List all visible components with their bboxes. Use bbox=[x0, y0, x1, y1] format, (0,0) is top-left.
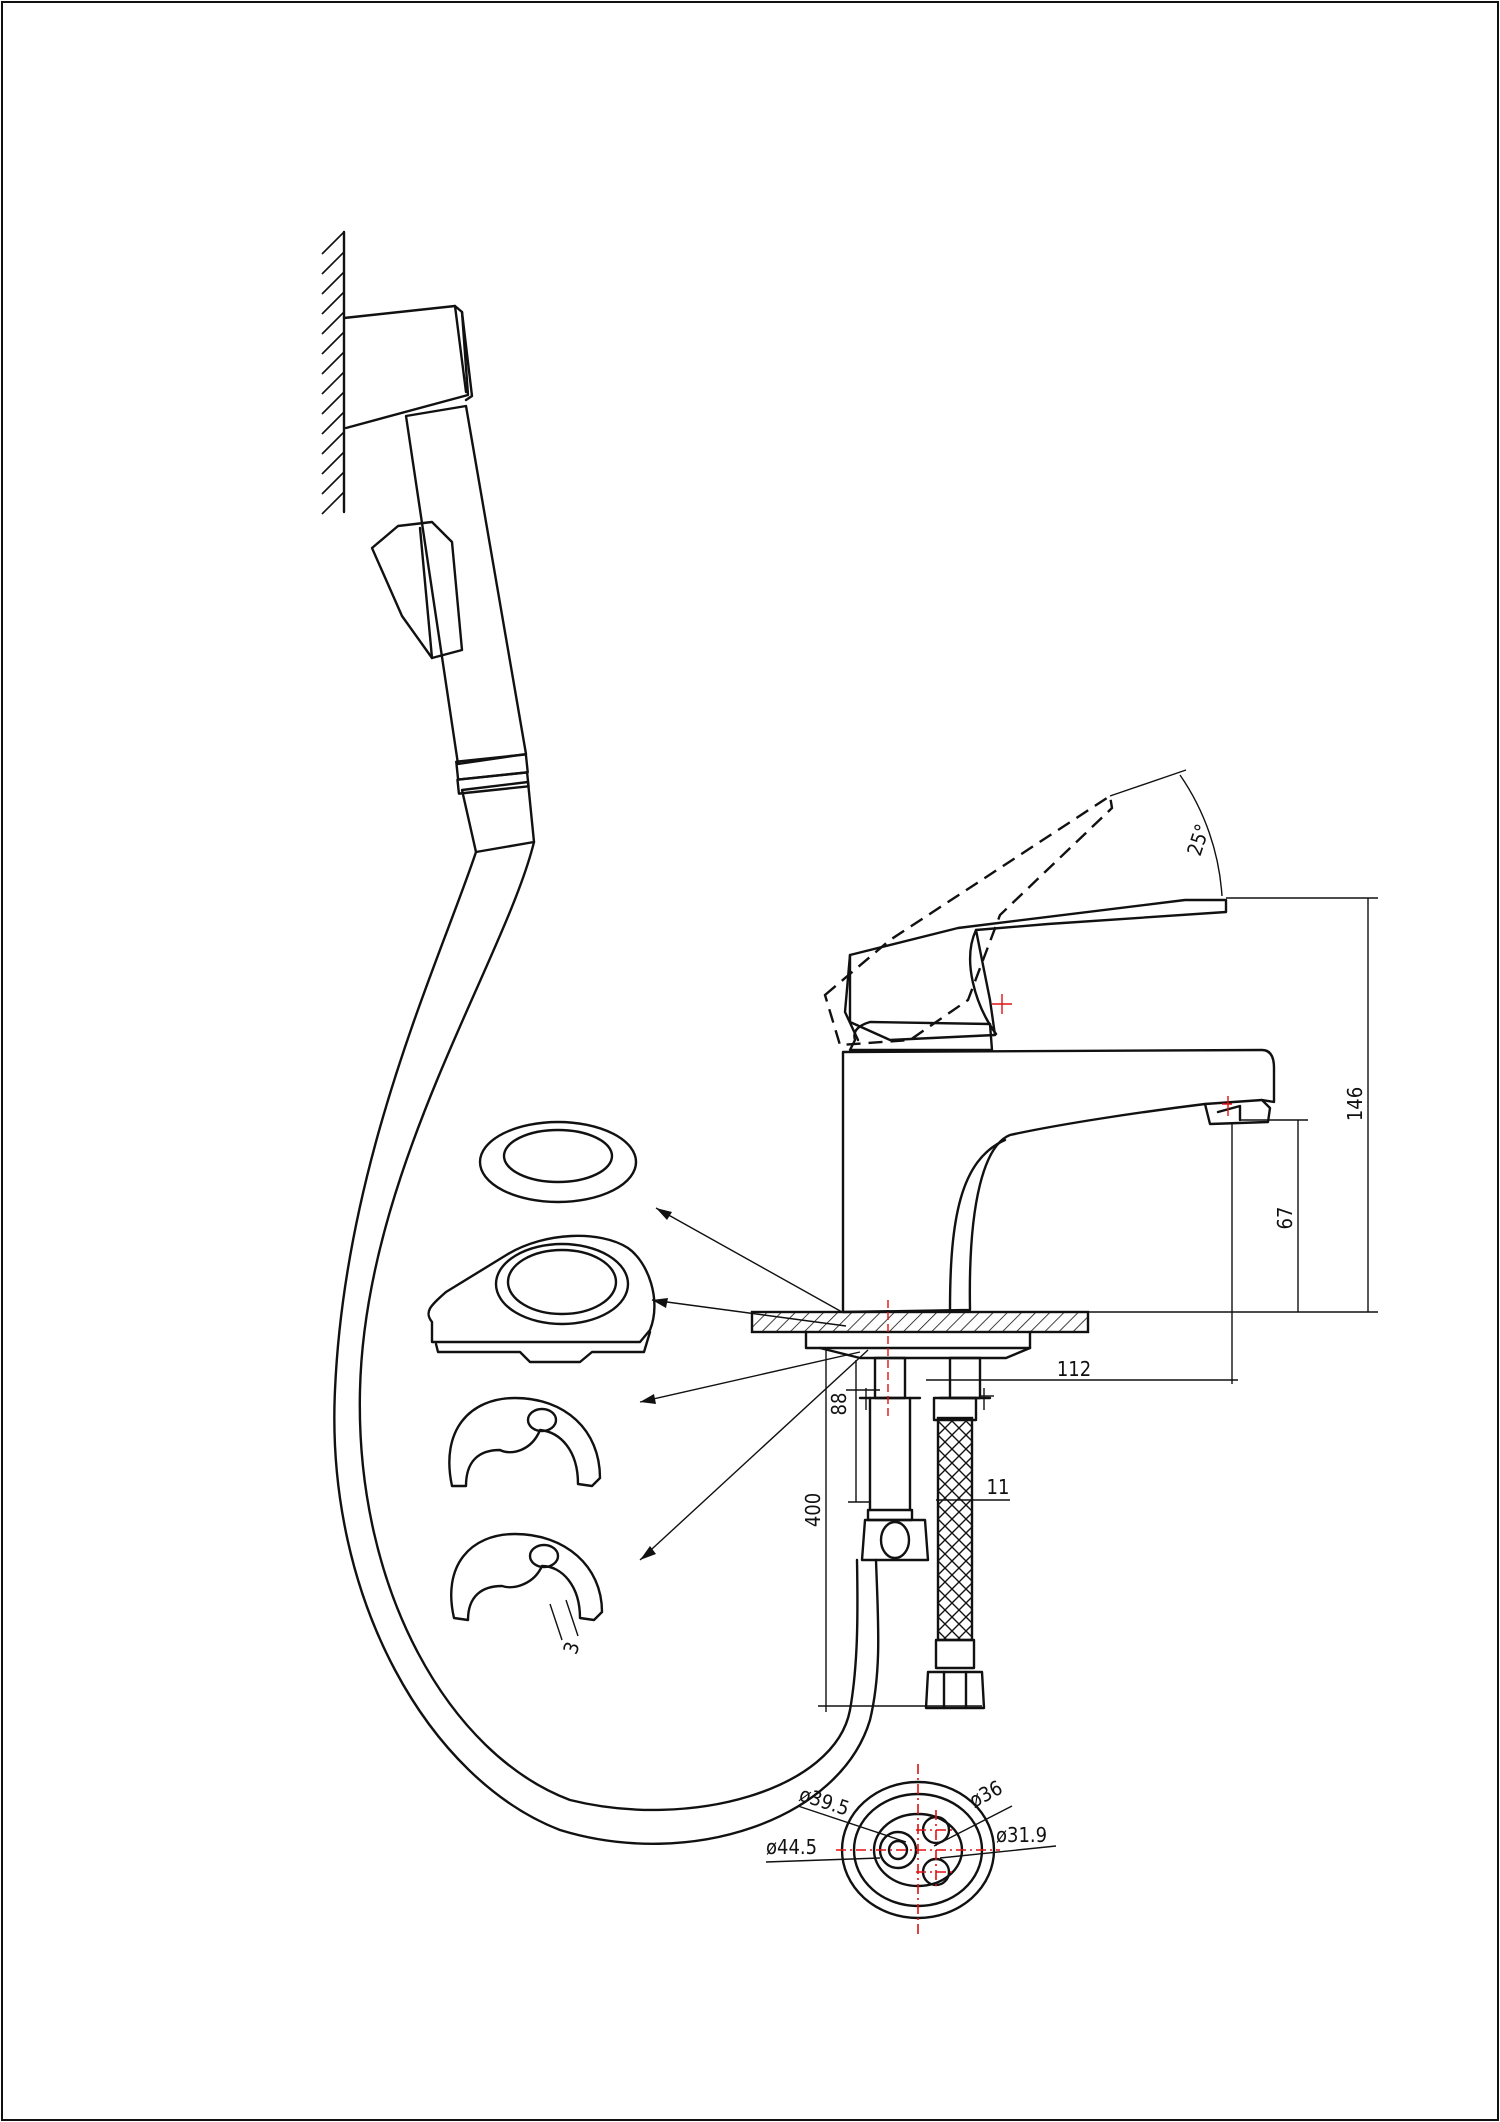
fixing-parts bbox=[427, 1120, 869, 1641]
dimension-spout-reach-label: 112 bbox=[1057, 1357, 1091, 1381]
shower-handle bbox=[370, 404, 536, 854]
pivot-centre-mark bbox=[992, 994, 1012, 1014]
dimension-total-height-label: 146 bbox=[1343, 1087, 1367, 1121]
dimension-d31-9-label: ø31.9 bbox=[996, 1823, 1047, 1847]
shower-hose bbox=[333, 840, 880, 1845]
hand-shower bbox=[321, 230, 880, 1845]
dimension-angle-label: 25° bbox=[1182, 821, 1215, 859]
assembly-arrows bbox=[639, 1207, 869, 1561]
dimension-hose-diameter-label: 11 bbox=[987, 1475, 1010, 1499]
faucet-body bbox=[750, 793, 1276, 1710]
dimension-spout-height-label: 67 bbox=[1273, 1207, 1297, 1230]
wall-holder bbox=[342, 304, 474, 430]
lever-raised-outline bbox=[823, 793, 1114, 1047]
horseshoe-clip-2 bbox=[450, 1532, 604, 1641]
dimension-d44-5-label: ø44.5 bbox=[766, 1835, 817, 1859]
aerator-mark bbox=[1222, 1096, 1232, 1116]
hose-connector-nut bbox=[860, 1518, 930, 1562]
braided-supply-hose bbox=[936, 1416, 974, 1642]
dimension-clip-thickness-label: 3 bbox=[558, 1639, 584, 1657]
body-and-spout bbox=[841, 1048, 1276, 1314]
horseshoe-clip-1 bbox=[448, 1396, 602, 1488]
rubber-gasket bbox=[478, 1120, 638, 1204]
bottom-view bbox=[765, 1764, 1057, 1934]
dimension-d36-label: ø36 bbox=[965, 1775, 1006, 1812]
dimension-hose-length-label: 400 bbox=[801, 1493, 825, 1527]
dimension-shank-length-label: 88 bbox=[827, 1393, 851, 1416]
lever bbox=[848, 898, 1228, 1042]
wall-hatching bbox=[321, 230, 346, 515]
base-plate bbox=[427, 1234, 656, 1364]
dimension-lines bbox=[818, 769, 1378, 1712]
countertop-section bbox=[750, 1310, 1090, 1334]
